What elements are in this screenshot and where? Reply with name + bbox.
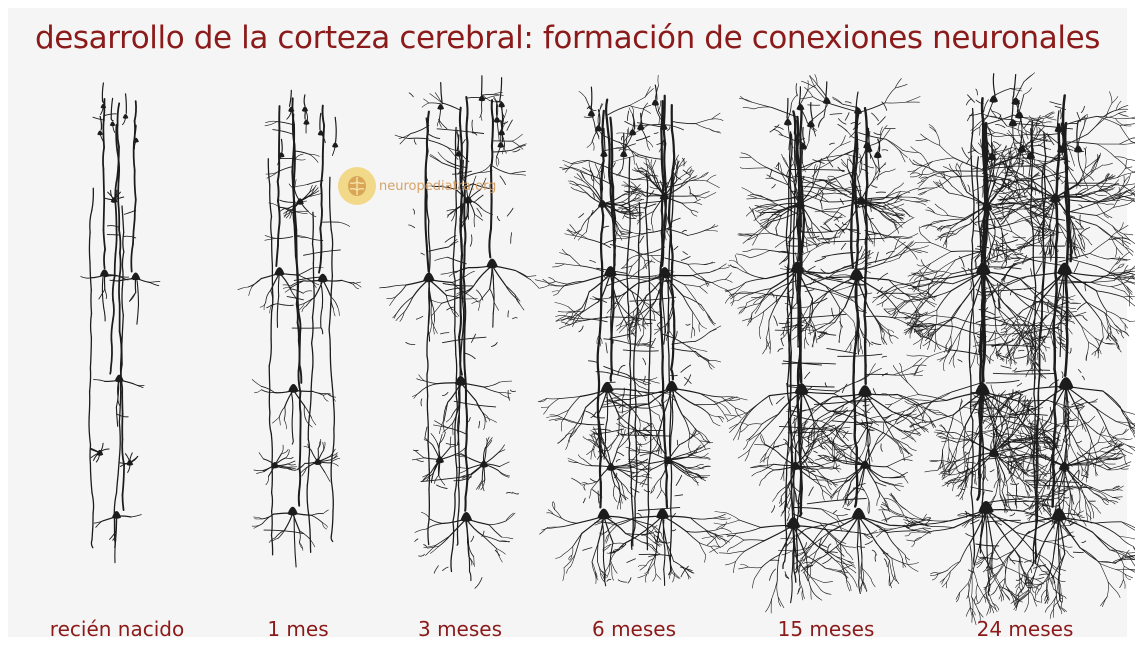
watermark: neuropediatra.org (338, 167, 496, 205)
stage-label-1-mes: 1 mes (267, 617, 328, 641)
neuron-column-1 (81, 83, 160, 563)
neuron-column-3 (380, 76, 540, 589)
neuron-column-2 (238, 90, 361, 567)
brain-logo-icon (338, 167, 376, 205)
neuron-column-5 (702, 75, 940, 614)
stage-label-15-meses: 15 meses (778, 617, 875, 641)
stage-label-3-meses: 3 meses (418, 617, 502, 641)
neuron-column-6 (873, 73, 1135, 625)
stage-label-6-meses: 6 meses (592, 617, 676, 641)
neuron-column-4 (535, 75, 747, 586)
stage-label-24-meses: 24 meses (977, 617, 1074, 641)
watermark-text: neuropediatra.org (379, 179, 496, 194)
stage-label-recien-nacido: recién nacido (50, 617, 184, 641)
